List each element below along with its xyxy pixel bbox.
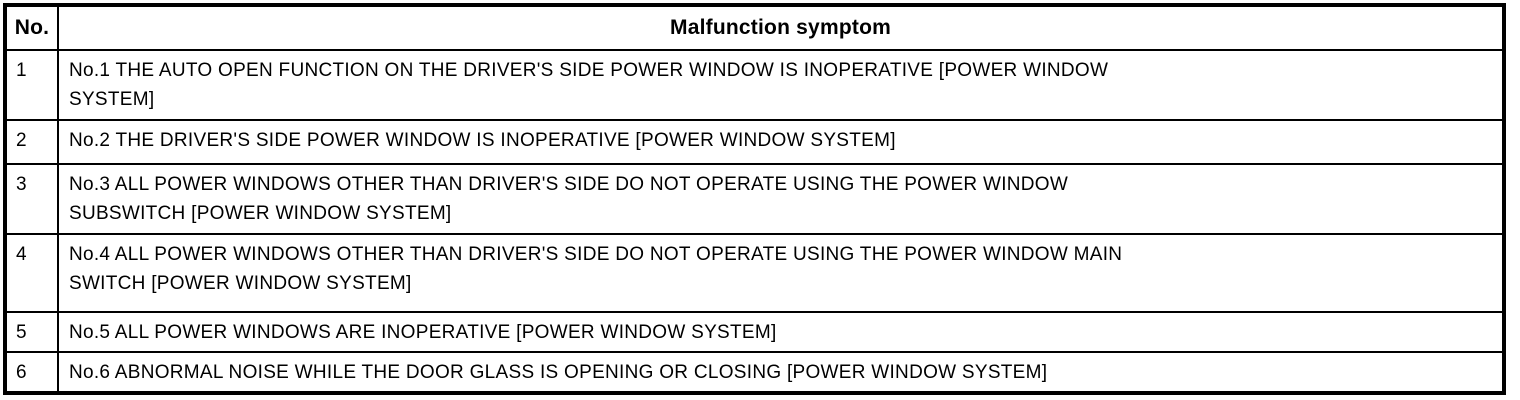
row-number-cell: 3 (4, 163, 59, 235)
symptom-line: SUBSWITCH [POWER WINDOW SYSTEM] (69, 203, 452, 224)
symptom-line: No.6 ABNORMAL NOISE WHILE THE DOOR GLASS… (69, 362, 1048, 383)
table-header-row: No. Malfunction symptom (4, 4, 1505, 51)
table-row: 4 No.4 ALL POWER WINDOWS OTHER THAN DRIV… (4, 233, 1505, 313)
symptom-line: SYSTEM] (69, 89, 155, 110)
table-row: 6 No.6 ABNORMAL NOISE WHILE THE DOOR GLA… (4, 351, 1505, 394)
table-body: 1 No.1 THE AUTO OPEN FUNCTION ON THE DRI… (4, 49, 1505, 394)
column-header-no: No. (4, 4, 59, 51)
row-number-cell: 4 (4, 233, 59, 313)
malfunction-symptom-table: No. Malfunction symptom 1 No.1 THE AUTO … (3, 3, 1506, 395)
table-row: 1 No.1 THE AUTO OPEN FUNCTION ON THE DRI… (4, 49, 1505, 121)
symptom-line: No.4 ALL POWER WINDOWS OTHER THAN DRIVER… (69, 244, 1123, 265)
malfunction-symptom-cell: No.4 ALL POWER WINDOWS OTHER THAN DRIVER… (57, 233, 1505, 313)
table-row: 3 No.3 ALL POWER WINDOWS OTHER THAN DRIV… (4, 163, 1505, 235)
symptom-line: No.3 ALL POWER WINDOWS OTHER THAN DRIVER… (69, 174, 1069, 195)
row-number-cell: 2 (4, 119, 59, 165)
row-number-cell: 6 (4, 351, 59, 394)
row-number-cell: 5 (4, 311, 59, 353)
symptom-line: No.1 THE AUTO OPEN FUNCTION ON THE DRIVE… (69, 60, 1109, 81)
table-row: 5 No.5 ALL POWER WINDOWS ARE INOPERATIVE… (4, 311, 1505, 353)
malfunction-symptom-cell: No.1 THE AUTO OPEN FUNCTION ON THE DRIVE… (57, 49, 1505, 121)
malfunction-symptom-cell: No.6 ABNORMAL NOISE WHILE THE DOOR GLASS… (57, 351, 1505, 394)
malfunction-symptom-cell: No.5 ALL POWER WINDOWS ARE INOPERATIVE [… (57, 311, 1505, 353)
malfunction-symptom-cell: No.2 THE DRIVER'S SIDE POWER WINDOW IS I… (57, 119, 1505, 165)
column-header-malfunction-symptom: Malfunction symptom (57, 4, 1505, 51)
table-row: 2 No.2 THE DRIVER'S SIDE POWER WINDOW IS… (4, 119, 1505, 165)
symptom-line: SWITCH [POWER WINDOW SYSTEM] (69, 273, 412, 294)
malfunction-symptom-cell: No.3 ALL POWER WINDOWS OTHER THAN DRIVER… (57, 163, 1505, 235)
symptom-line: No.5 ALL POWER WINDOWS ARE INOPERATIVE [… (69, 322, 777, 343)
symptom-line: No.2 THE DRIVER'S SIDE POWER WINDOW IS I… (69, 130, 896, 151)
row-number-cell: 1 (4, 49, 59, 121)
